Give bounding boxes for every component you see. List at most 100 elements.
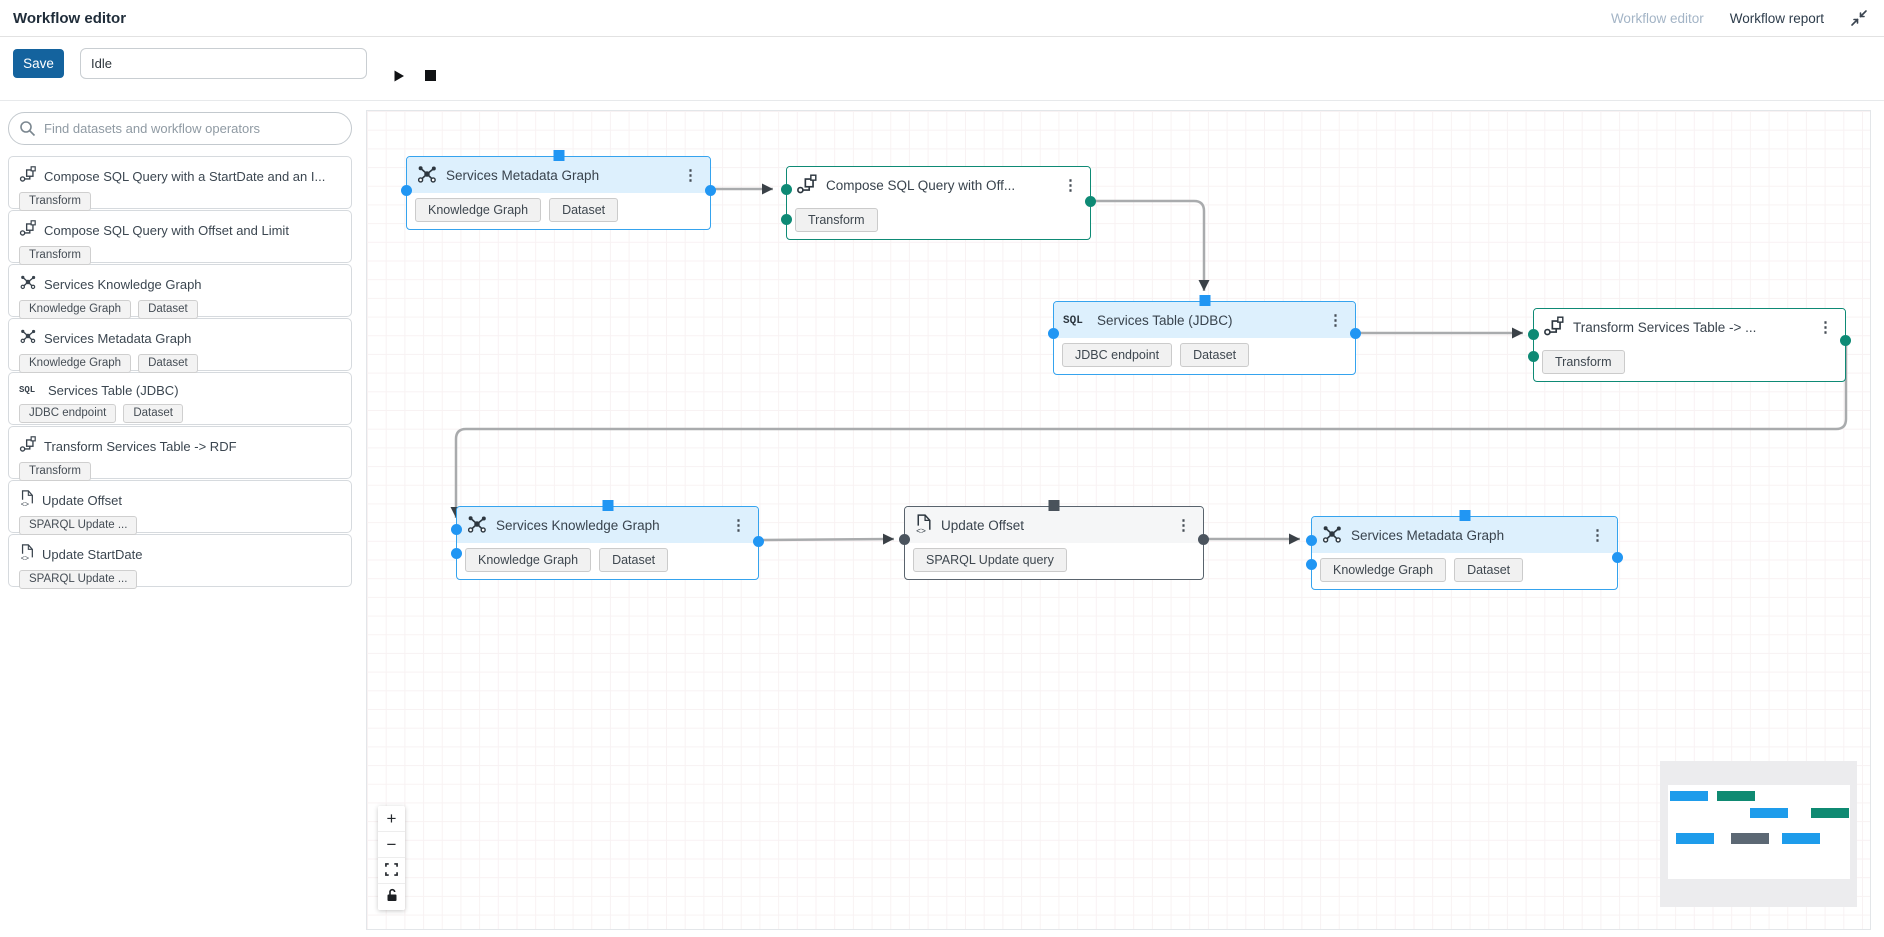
node-services-metadata-graph-1[interactable]: Services Metadata Graph ⋮ Knowledge Grap…	[401, 150, 716, 230]
node-compose-sql-query-offset[interactable]: Compose SQL Query with Off... ⋮ Transfor…	[781, 166, 1096, 240]
fit-view-button[interactable]	[378, 858, 405, 884]
run-workflow-button[interactable]	[386, 64, 412, 90]
edge-2	[1091, 199, 1210, 291]
node-services-knowledge-graph[interactable]: Services Knowledge Graph ⋮ Knowledge Gra…	[451, 500, 764, 580]
knowledge-graph-icon	[1321, 523, 1343, 548]
node-services-metadata-graph-2[interactable]: Services Metadata Graph ⋮ Knowledge Grap…	[1306, 510, 1623, 590]
node-top-handle[interactable]	[1459, 510, 1470, 521]
node-menu-icon[interactable]: ⋮	[1176, 516, 1191, 534]
transform-icon	[1543, 315, 1565, 340]
fit-view-icon	[385, 861, 398, 881]
workflow-canvas[interactable]: Services Metadata Graph ⋮ Knowledge Grap…	[366, 110, 1871, 930]
minimap-node	[1731, 833, 1769, 844]
sidebar-item-transform-services-table[interactable]: Transform Services Table -> RDF Transfor…	[8, 426, 352, 481]
save-button[interactable]: Save	[13, 49, 64, 78]
node-update-offset[interactable]: <> Update Offset ⋮ SPARQL Update query	[899, 500, 1209, 580]
output-port[interactable]	[1350, 328, 1361, 339]
tag-chip: Dataset	[123, 404, 183, 423]
output-port[interactable]	[705, 185, 716, 196]
tag-chip: Knowledge Graph	[415, 198, 542, 222]
lock-icon	[386, 887, 398, 907]
sidebar-item-services-table-jdbc[interactable]: SQL Services Table (JDBC) JDBC endpoint …	[8, 372, 352, 425]
tag-chip: SPARQL Update query	[913, 548, 1067, 572]
tag-chip: Dataset	[1180, 343, 1250, 367]
node-top-handle[interactable]	[1199, 295, 1210, 306]
input-port[interactable]	[401, 185, 412, 196]
node-title: Update Offset	[941, 517, 1025, 533]
node-menu-icon[interactable]: ⋮	[683, 166, 698, 184]
input-port[interactable]	[451, 524, 462, 535]
node-top-handle[interactable]	[602, 500, 613, 511]
transform-icon	[19, 165, 37, 188]
node-top-handle[interactable]	[1048, 500, 1060, 511]
node-menu-icon[interactable]: ⋮	[731, 516, 746, 534]
node-menu-icon[interactable]: ⋮	[1328, 311, 1343, 329]
minimap-node	[1676, 833, 1714, 844]
tag-chip: Transform	[19, 246, 91, 265]
output-port[interactable]	[1840, 335, 1851, 346]
sidebar-item-compose-sql-offset[interactable]: Compose SQL Query with Offset and Limit …	[8, 210, 352, 265]
node-menu-icon[interactable]: ⋮	[1818, 318, 1833, 336]
sparql-file-icon: <>	[19, 543, 35, 566]
transform-icon	[796, 173, 818, 198]
input-port[interactable]	[1306, 559, 1317, 570]
app-header: Workflow editor Workflow editor Workflow…	[0, 0, 1884, 37]
input-port[interactable]	[781, 184, 792, 195]
sql-icon: SQL	[19, 381, 41, 400]
zoom-in-button[interactable]: +	[378, 806, 405, 832]
operator-sidebar: Compose SQL Query with a StartDate and a…	[8, 112, 352, 589]
output-port[interactable]	[753, 536, 764, 547]
node-transform-services-table[interactable]: Transform Services Table -> ... ⋮ Transf…	[1528, 308, 1851, 382]
sidebar-item-label: Services Knowledge Graph	[44, 277, 202, 292]
sidebar-item-services-metadata-graph[interactable]: Services Metadata Graph Knowledge Graph …	[8, 318, 352, 373]
stop-workflow-button[interactable]	[417, 64, 443, 90]
collapse-icon[interactable]	[1850, 9, 1868, 27]
tag-chip: Dataset	[138, 354, 198, 373]
lock-button[interactable]	[378, 884, 405, 910]
output-port[interactable]	[1085, 196, 1096, 207]
input-port[interactable]	[1306, 535, 1317, 546]
sidebar-item-update-offset[interactable]: <> Update Offset SPARQL Update ...	[8, 480, 352, 535]
node-menu-icon[interactable]: ⋮	[1590, 526, 1605, 544]
tag-chip: Knowledge Graph	[1320, 558, 1447, 582]
toolbar-divider	[0, 100, 1884, 101]
canvas-minimap[interactable]	[1660, 761, 1857, 907]
input-port[interactable]	[451, 548, 462, 559]
input-port[interactable]	[1048, 328, 1059, 339]
sidebar-item-label: Update Offset	[42, 493, 122, 508]
sidebar-item-services-knowledge-graph[interactable]: Services Knowledge Graph Knowledge Graph…	[8, 264, 352, 319]
node-top-handle[interactable]	[553, 150, 564, 161]
input-port[interactable]	[1528, 329, 1539, 340]
zoom-out-button[interactable]: −	[378, 832, 405, 858]
tab-workflow-editor: Workflow editor	[1610, 10, 1704, 26]
tag-chip: Knowledge Graph	[19, 300, 132, 319]
output-port[interactable]	[1612, 552, 1623, 563]
input-port[interactable]	[899, 534, 910, 545]
knowledge-graph-icon	[19, 327, 37, 350]
sidebar-item-update-startdate[interactable]: <> Update StartDate SPARQL Update ...	[8, 534, 352, 589]
node-title: Compose SQL Query with Off...	[826, 177, 1016, 193]
minimap-node	[1782, 833, 1820, 844]
node-services-table-jdbc[interactable]: SQL Services Table (JDBC) ⋮ JDBC endpoin…	[1048, 295, 1361, 375]
tag-chip: SPARQL Update ...	[19, 570, 138, 589]
sidebar-item-compose-sql-startdate[interactable]: Compose SQL Query with a StartDate and a…	[8, 156, 352, 211]
output-port[interactable]	[1198, 534, 1209, 545]
input-port[interactable]	[1528, 351, 1539, 362]
sparql-file-icon: <>	[914, 513, 933, 537]
node-title: Services Table (JDBC)	[1097, 312, 1233, 328]
tab-workflow-report[interactable]: Workflow report	[1729, 10, 1824, 26]
tag-chip: Transform	[1542, 350, 1625, 374]
transform-icon	[19, 435, 37, 458]
minimap-node	[1750, 808, 1788, 818]
search-input[interactable]	[8, 112, 352, 145]
svg-text:SQL: SQL	[1063, 315, 1083, 326]
node-menu-icon[interactable]: ⋮	[1063, 176, 1078, 194]
tag-chip: SPARQL Update ...	[19, 516, 138, 535]
svg-text:<>: <>	[916, 525, 926, 534]
tag-chip: Dataset	[549, 198, 619, 222]
svg-text:SQL: SQL	[19, 385, 35, 395]
tag-chip: Transform	[795, 208, 878, 232]
input-port[interactable]	[781, 214, 792, 225]
minimap-node	[1811, 808, 1849, 818]
workflow-status-field[interactable]	[80, 48, 367, 79]
